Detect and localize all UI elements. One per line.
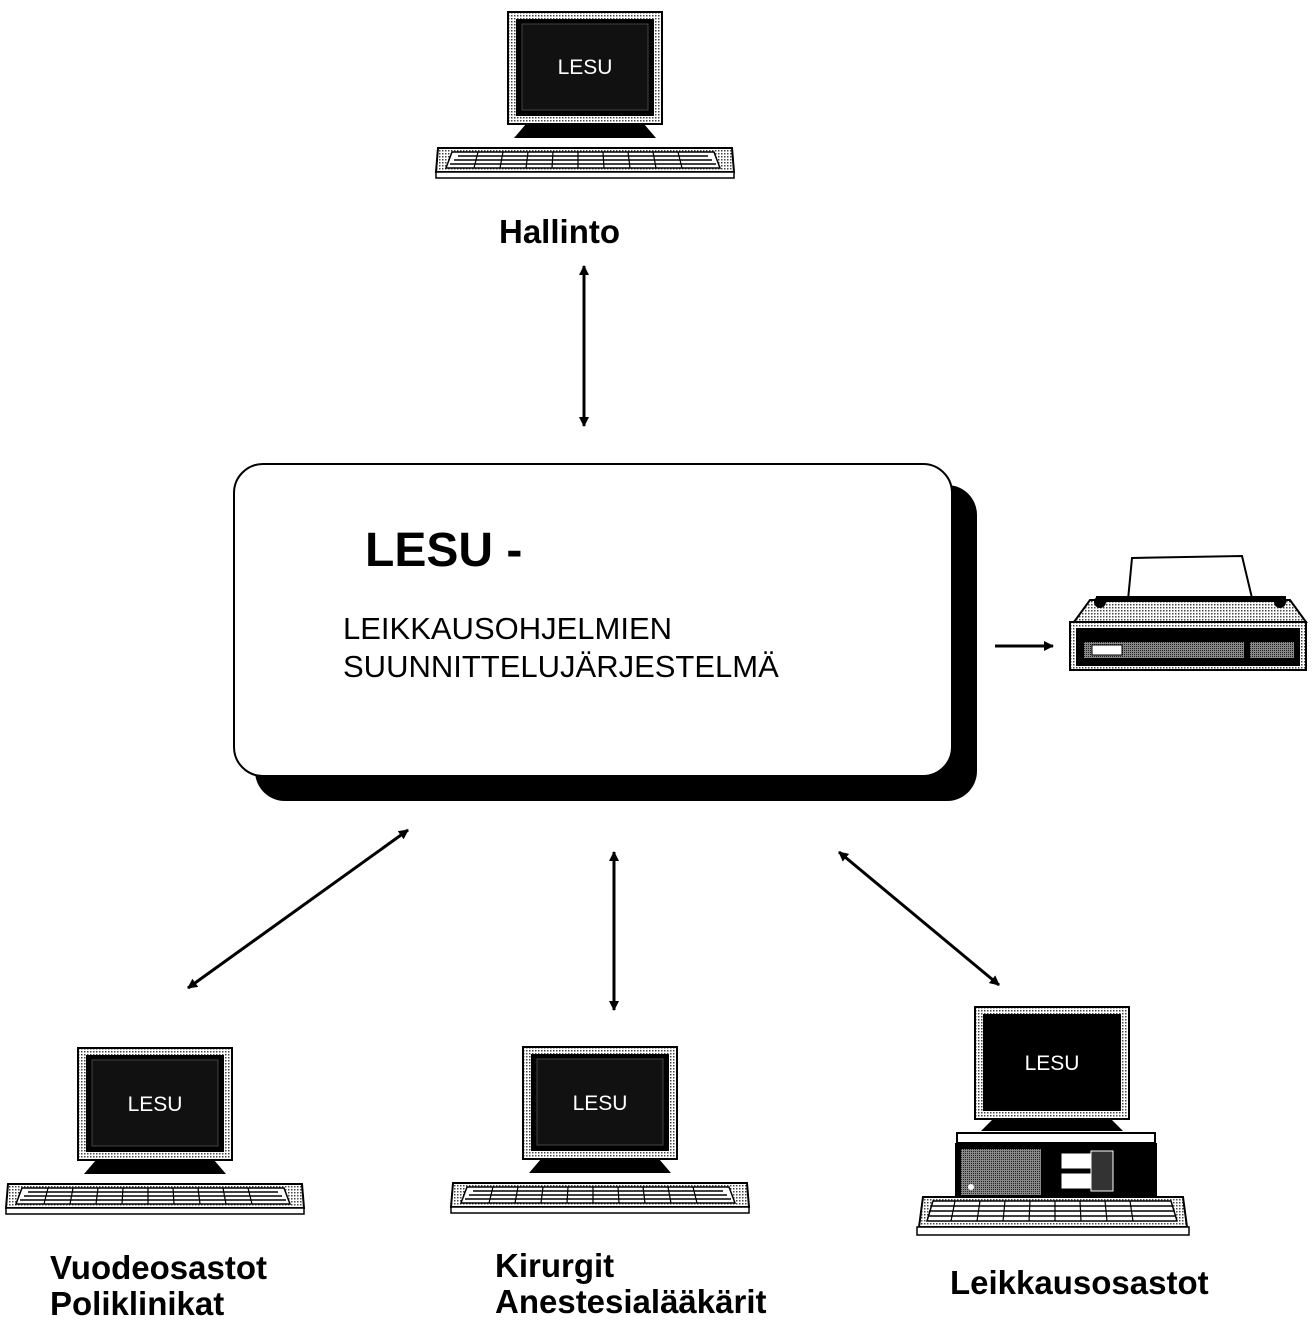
arrow-bottom-right [838, 850, 1000, 987]
label-vuodeosastot: Vuodeosastot [50, 1249, 267, 1286]
desktop-computer-icon [916, 1006, 1190, 1236]
label-leikkausosastot: Leikkausosastot [950, 1264, 1209, 1301]
label-bottom-center: Kirurgit Anestesialääkärit [495, 1248, 767, 1320]
system-subtitle-line2: SUUNNITTELUJÄRJESTELMÄ [343, 649, 779, 684]
label-anestesialaakarit: Anestesialääkärit [495, 1283, 767, 1320]
bottom-left-terminal-icon [5, 1047, 305, 1215]
label-bottom-left: Vuodeosastot Poliklinikat [50, 1250, 267, 1322]
system-title: LESU - [365, 524, 523, 577]
arrow-bottom-left [187, 828, 409, 990]
label-kirurgit: Kirurgit [495, 1247, 615, 1284]
bottom-left-screen-label: LESU [127, 1093, 183, 1116]
label-poliklinikat: Poliklinikat [50, 1285, 225, 1322]
system-subtitle-line1: LEIKKAUSOHJELMIEN [343, 611, 673, 646]
bottom-right-screen-label: LESU [1024, 1052, 1080, 1075]
top-screen-label: LESU [557, 56, 613, 79]
top-terminal-icon [435, 11, 735, 179]
printer-icon [1069, 554, 1308, 671]
bottom-center-screen-label: LESU [572, 1092, 628, 1115]
lesu-system-box: LESU - LEIKKAUSOHJELMIEN SUUNNITTELUJÄRJ… [233, 463, 953, 777]
system-subtitle: LEIKKAUSOHJELMIEN SUUNNITTELUJÄRJESTELMÄ [343, 610, 779, 686]
bottom-center-terminal-icon [450, 1046, 750, 1214]
label-hallinto: Hallinto [499, 213, 620, 250]
